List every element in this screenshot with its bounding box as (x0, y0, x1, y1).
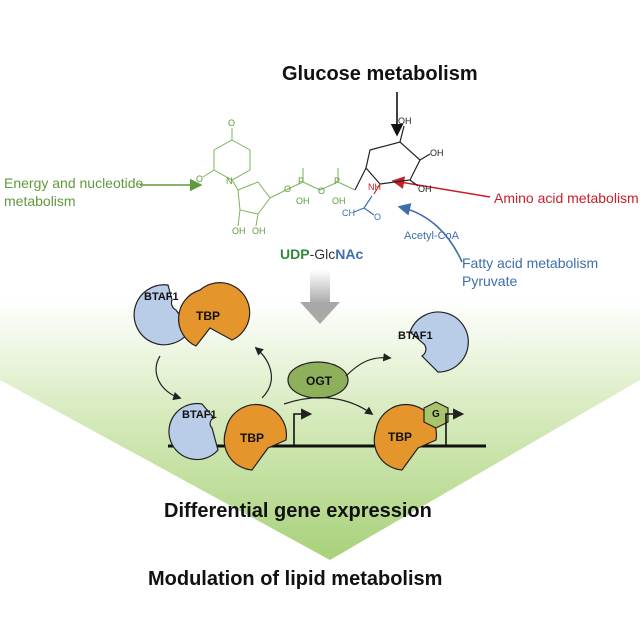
atom-oh-p2: OH (332, 196, 346, 206)
tbp-top-label: TBP (196, 309, 220, 323)
g-hexagon (423, 401, 449, 429)
atom-o-top: O (228, 118, 236, 128)
atom-oh-r1: OH (232, 226, 246, 236)
g-label: G (432, 409, 440, 420)
modulation-lipid-metabolism-label: Modulation of lipid metabolism (148, 568, 443, 590)
glc-part: -Glc (309, 246, 336, 262)
udp-glcnac-molecule (202, 128, 356, 227)
energy-nucleotide-label: Energy and nucleotide metabolism (4, 175, 144, 209)
cycle-arrow-right (254, 346, 272, 399)
gray-down-arrow (300, 270, 340, 324)
differential-gene-expression-label: Differential gene expression (164, 500, 432, 522)
atom-o2: O (318, 186, 326, 196)
nac-part: NAc (335, 246, 364, 262)
atom-p2: P (334, 176, 341, 186)
tbp-right (373, 404, 438, 471)
atom-o-c: O (374, 212, 382, 222)
promoter-arrow-2 (445, 408, 465, 446)
btaf1-top-label: BTAF1 (144, 291, 179, 303)
amino-acid-label: Amino acid metabolism (494, 190, 639, 206)
atom-n-ring: N (226, 176, 233, 186)
ogt-label: OGT (306, 374, 332, 388)
udp-part: UDP (280, 246, 310, 262)
udp-glcnac-label: UDP-GlcNAc (280, 246, 363, 262)
nh-bond (373, 183, 381, 195)
glcnac-sugar (354, 125, 431, 191)
atom-nh: NH (368, 182, 381, 192)
funnel-background (0, 300, 640, 560)
amino-acid-arrow (391, 176, 491, 198)
btaf1-right (409, 311, 469, 373)
promoter-arrow-1 (293, 408, 313, 446)
title-glucose-metabolism: Glucose metabolism (282, 63, 478, 85)
tbp-bottom-label: TBP (240, 431, 264, 445)
atom-oh-p1: OH (296, 196, 310, 206)
ogt-to-btaf1-arrow (345, 353, 392, 377)
btaf1-right-label: BTAF1 (398, 330, 433, 342)
ogt-to-tbp-arrow (283, 397, 374, 415)
tbp-top (178, 282, 251, 347)
acetyl-coa-label: Acetyl-CoA (404, 230, 460, 242)
atom-o1: O (284, 184, 292, 194)
pyruvate-label: Pyruvate (462, 273, 518, 289)
fatty-acid-arrow (397, 203, 463, 263)
atom-oh-s3: OH (418, 184, 432, 194)
fatty-acid-label: Fatty acid metabolism (462, 255, 599, 271)
atom-oh-s1: OH (398, 116, 412, 126)
atom-ch3: CH (342, 208, 355, 218)
btaf1-bottom (168, 402, 219, 461)
tbp-right-label: TBP (388, 430, 412, 444)
btaf1-top (133, 284, 191, 346)
cycle-arrow-left (155, 355, 182, 401)
atom-p1: P (298, 176, 305, 186)
acetyl-bonds (353, 195, 375, 216)
atom-oh-s2: OH (430, 148, 444, 158)
tbp-bottom (223, 404, 288, 471)
btaf1-bottom-label: BTAF1 (182, 409, 217, 421)
atom-o-left: O (196, 174, 204, 184)
atom-oh-r2: OH (252, 226, 266, 236)
